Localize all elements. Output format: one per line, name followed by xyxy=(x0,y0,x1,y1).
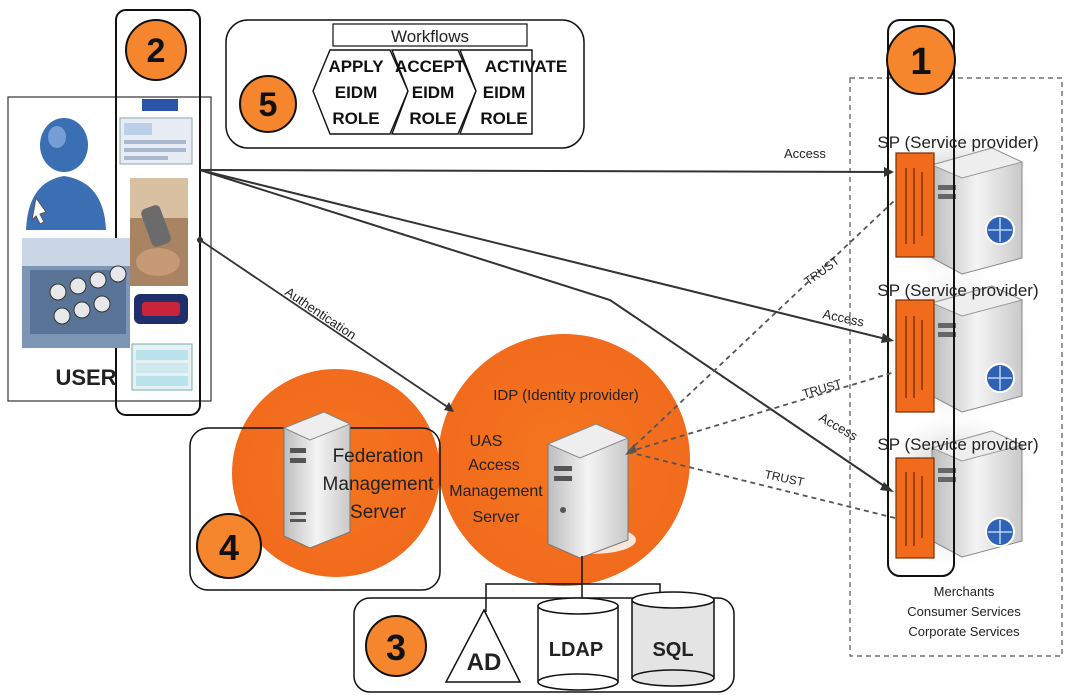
trust-label-1: TRUST xyxy=(802,253,843,288)
access-arrowheads xyxy=(880,167,894,492)
keypad-icon xyxy=(22,238,130,348)
workflow-activate-line1: ACTIVATE xyxy=(485,57,567,76)
sql-label: SQL xyxy=(652,639,693,661)
idp-line1: UAS xyxy=(470,433,503,450)
workflows-title: Workflows xyxy=(391,27,469,46)
trust-label-2: TRUST xyxy=(801,376,844,401)
idp-line2: Access xyxy=(468,457,520,474)
trust-arrowheads xyxy=(625,444,637,455)
trust-label-3: TRUST xyxy=(763,467,806,489)
ldap-store-shape xyxy=(537,597,619,691)
workflow-activate-line2: EIDM xyxy=(483,83,526,102)
badge-1: 1 xyxy=(886,25,956,95)
idp-line4: Server xyxy=(472,509,520,526)
workflow-activate-line3: ROLE xyxy=(480,109,527,128)
badge-2-label: 2 xyxy=(147,32,166,70)
authentication-label: Authentication xyxy=(282,284,359,343)
badge-3: 3 xyxy=(365,615,427,677)
user-person-icon xyxy=(26,118,106,230)
workflow-step-accept-shape xyxy=(390,49,477,135)
workflow-step-activate-shape xyxy=(458,49,533,135)
sp1-server-icon xyxy=(930,147,1024,275)
workflows-title-box xyxy=(332,23,528,47)
channels-box xyxy=(115,9,201,416)
badge-4-label: 4 xyxy=(219,527,239,568)
federation-line2: Management xyxy=(323,474,435,495)
sql-store-shape xyxy=(631,591,715,687)
user-label: USER xyxy=(55,365,116,390)
badge-5-label: 5 xyxy=(259,86,278,124)
sp2-server-icon xyxy=(930,285,1024,413)
service-providers-box xyxy=(887,19,955,577)
sp1-federation-module xyxy=(895,152,935,258)
federation-line3: Server xyxy=(350,502,407,523)
workflow-apply-line2: EIDM xyxy=(335,83,378,102)
badge-1-label: 1 xyxy=(910,41,931,83)
ad-label: AD xyxy=(467,649,502,676)
idp-title: IDP (Identity provider) xyxy=(493,387,639,404)
access-label-2: Access xyxy=(821,306,866,329)
ldap-label: LDAP xyxy=(549,639,603,661)
badge-5: 5 xyxy=(239,75,297,133)
sp3-title: SP (Service provider) xyxy=(877,435,1038,454)
idp-line3: Management xyxy=(449,483,543,500)
access-arrows xyxy=(199,169,891,491)
access-label-3: Access xyxy=(817,410,861,444)
web-portal-thumbnail xyxy=(119,99,193,165)
badge-4: 4 xyxy=(196,513,262,579)
trust-links xyxy=(627,199,896,519)
token-list-thumbnail xyxy=(131,343,193,391)
workflow-accept-line2: EIDM xyxy=(412,83,455,102)
module-text-lines xyxy=(905,168,923,546)
federation-server-icon xyxy=(282,411,352,549)
sp2-federation-module xyxy=(895,299,935,413)
smartcard-icon xyxy=(134,294,188,324)
workflow-apply-line3: ROLE xyxy=(332,109,379,128)
badge-2: 2 xyxy=(125,19,187,81)
workflow-step-apply-shape xyxy=(312,49,409,135)
merchants-line1: Merchants xyxy=(934,584,995,599)
sp2-title: SP (Service provider) xyxy=(877,281,1038,300)
ad-store-shape xyxy=(444,608,522,683)
sp1-title: SP (Service provider) xyxy=(877,133,1038,152)
federation-line1: Federation xyxy=(333,446,424,467)
badge-3-label: 3 xyxy=(386,627,406,668)
authentication-arrow xyxy=(199,239,453,411)
workflow-apply-line1: APPLY xyxy=(328,57,384,76)
access-label-1: Access xyxy=(784,146,826,161)
idp-server-icon xyxy=(546,423,636,559)
workflow-accept-line1: ACCEPT xyxy=(395,57,466,76)
merchants-line3: Corporate Services xyxy=(908,624,1020,639)
workflow-accept-line3: ROLE xyxy=(409,109,456,128)
mobile-phone-photo xyxy=(130,178,188,286)
merchants-dashed-box xyxy=(849,77,1063,657)
merchants-line2: Consumer Services xyxy=(907,604,1021,619)
sp3-federation-module xyxy=(895,457,935,559)
